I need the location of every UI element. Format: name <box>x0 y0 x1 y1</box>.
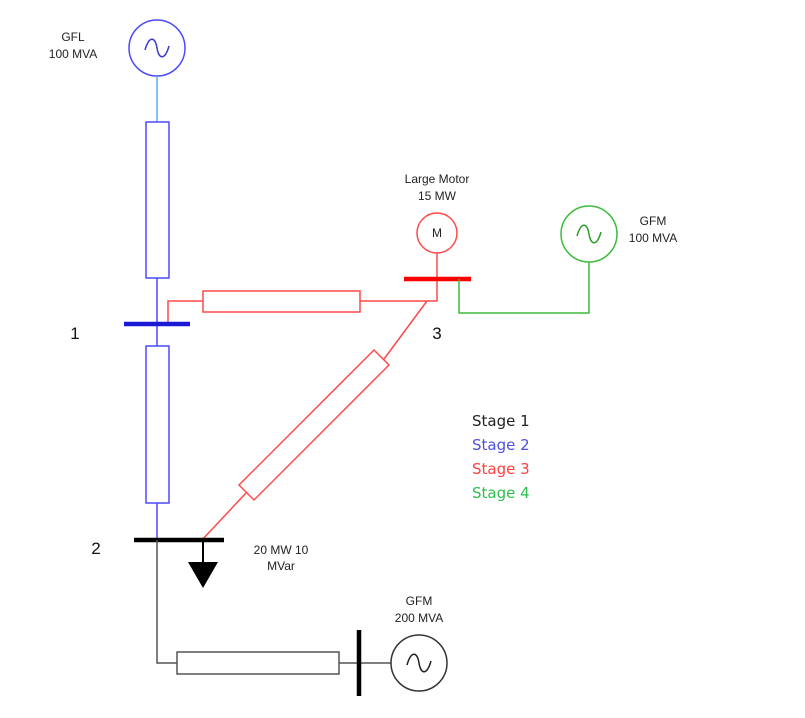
line-gfl-bus1 <box>145 121 170 279</box>
legend-item-stage-2: Stage 2 <box>472 436 530 454</box>
gfl-name-label: GFL <box>61 30 85 44</box>
motor-name-label: Large Motor <box>405 172 470 186</box>
load-arrow-icon <box>188 562 218 588</box>
sine-wave-icon <box>576 224 602 244</box>
load-label-line1: 20 MW 10 <box>254 543 309 557</box>
line-bus2-bus3 <box>237 348 391 502</box>
gfl-generator <box>128 19 186 77</box>
legend-item-stage-4: Stage 4 <box>472 484 530 502</box>
gfl-rating-label: 100 MVA <box>49 47 97 61</box>
bus-2-number: 2 <box>91 539 100 558</box>
legend-item-stage-1: Stage 1 <box>472 412 530 430</box>
bus-1-number: 1 <box>70 324 79 343</box>
conn-line-bus2-gfm200 <box>156 540 177 664</box>
gfm-200-generator <box>390 634 448 692</box>
conn-line-bus3-diag-top <box>383 300 428 360</box>
load <box>188 540 218 588</box>
large-motor: M <box>416 212 458 254</box>
motor-letter: M <box>432 226 442 240</box>
line-bus2-gfm200 <box>176 651 340 675</box>
gfm-100-rating-label: 100 MVA <box>629 231 677 245</box>
load-label-line2: MVar <box>267 559 295 573</box>
conn-line-bus3-left <box>360 279 438 302</box>
line-bus1-bus3 <box>202 290 361 313</box>
conn-line-gfm100-bus3 <box>458 262 590 314</box>
motor-rating-label: 15 MW <box>418 189 457 203</box>
legend-item-stage-3: Stage 3 <box>472 460 530 478</box>
bus-3-number: 3 <box>432 324 441 343</box>
conn-line-bus1-bus3 <box>167 300 203 324</box>
legend: Stage 1 Stage 2 Stage 3 Stage 4 <box>472 412 530 502</box>
sine-wave-icon <box>406 653 432 673</box>
line-bus1-bus2 <box>145 345 170 504</box>
gfm-100-generator <box>560 205 618 263</box>
gfm-100-name-label: GFM <box>640 214 667 228</box>
gfm-200-rating-label: 200 MVA <box>395 611 443 625</box>
gfm-200-name-label: GFM <box>406 594 433 608</box>
sine-wave-icon <box>144 38 170 58</box>
conn-line-bus3-diag-bottom <box>201 492 247 541</box>
